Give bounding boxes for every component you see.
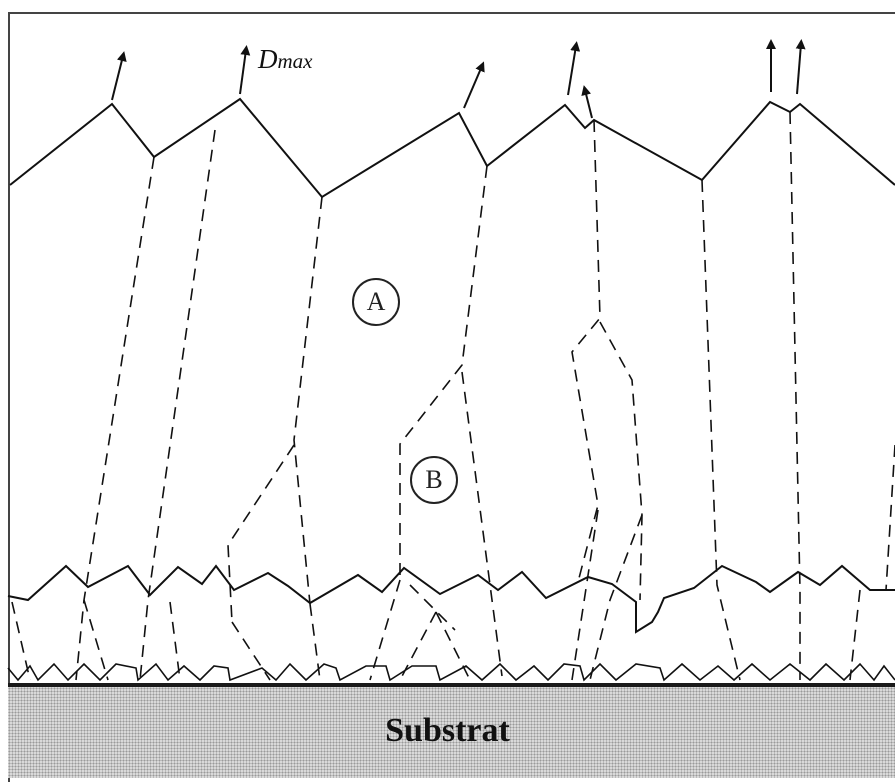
grain-boundary: [83, 599, 109, 681]
grain-boundaries: [11, 111, 895, 681]
growth-arrow: [111, 51, 127, 101]
dmax-symbol: D: [258, 44, 278, 74]
grain-boundary: [309, 603, 321, 681]
dmax-subscript: max: [277, 49, 313, 73]
grain-boundary: [231, 621, 271, 681]
grain-boundary: [227, 444, 295, 623]
substrate-layer: [8, 683, 895, 778]
grain-boundary: [599, 321, 643, 601]
grain-boundary: [169, 601, 181, 681]
grain-boundary: [139, 129, 216, 681]
grain-boundary: [589, 514, 643, 681]
growth-arrow: [567, 41, 581, 96]
grain-boundary: [399, 611, 437, 681]
grain-boundary: [571, 119, 601, 583]
top-surface-profile: [9, 97, 895, 199]
dmax-label: Dmax: [258, 44, 313, 75]
grain-boundary: [293, 196, 323, 605]
intermediate-surface-profile: [7, 564, 895, 634]
region-a-label: A: [352, 278, 400, 326]
grain-boundary: [75, 156, 155, 681]
grain-boundary: [435, 611, 471, 681]
diagram-frame: [8, 12, 895, 782]
growth-arrow: [795, 39, 806, 95]
growth-arrow: [581, 85, 593, 119]
grain-boundary: [789, 111, 801, 680]
grain-boundary: [461, 371, 503, 677]
substrate-label: Substrat: [385, 712, 510, 749]
grain-boundary: [849, 589, 861, 681]
grain-boundary: [701, 179, 741, 681]
grain-boundary: [571, 509, 599, 681]
region-b-label: B: [410, 456, 458, 504]
growth-arrows: [111, 39, 806, 119]
grain-boundary: [885, 444, 895, 591]
dmax-arrow: [239, 45, 251, 95]
grain-boundary: [409, 584, 456, 631]
grain-boundary: [369, 579, 401, 681]
growth-arrow: [463, 61, 485, 109]
nucleation-layer: [7, 662, 895, 682]
grain-boundary: [11, 601, 31, 681]
grain-boundary: [399, 165, 488, 580]
